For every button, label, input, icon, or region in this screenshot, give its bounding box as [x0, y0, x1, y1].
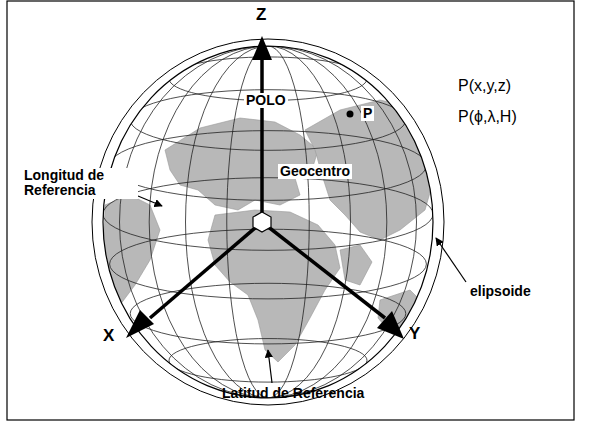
reference-latitude-label: Latitud de Referencia: [222, 386, 364, 401]
leader-line: [436, 238, 466, 282]
geocentre-label: Geocentro: [278, 164, 352, 179]
coordinate-label: P(ϕ,λ,H): [458, 108, 517, 126]
axis-label: X: [103, 327, 114, 346]
coordinate-label: P(x,y,z): [458, 77, 511, 95]
geocentre-symbol: [253, 212, 271, 232]
sphere-outline: [103, 46, 433, 398]
reference-longitude-label: Longitud de Referencia: [22, 168, 138, 199]
ellipsoid-outline: [92, 39, 444, 405]
axis-label: Z: [256, 6, 266, 25]
frame: [7, 1, 574, 420]
axis-label: Y: [409, 325, 420, 344]
ellipsoid-label: elipsoide: [470, 284, 531, 299]
leader-line: [268, 350, 272, 383]
axes: [126, 36, 404, 339]
leader-line: [138, 196, 162, 206]
graticule: [103, 46, 433, 398]
point-label: P: [361, 106, 374, 121]
pole-label: POLO: [244, 93, 288, 108]
continents: [104, 100, 435, 362]
point-p: [347, 111, 354, 118]
